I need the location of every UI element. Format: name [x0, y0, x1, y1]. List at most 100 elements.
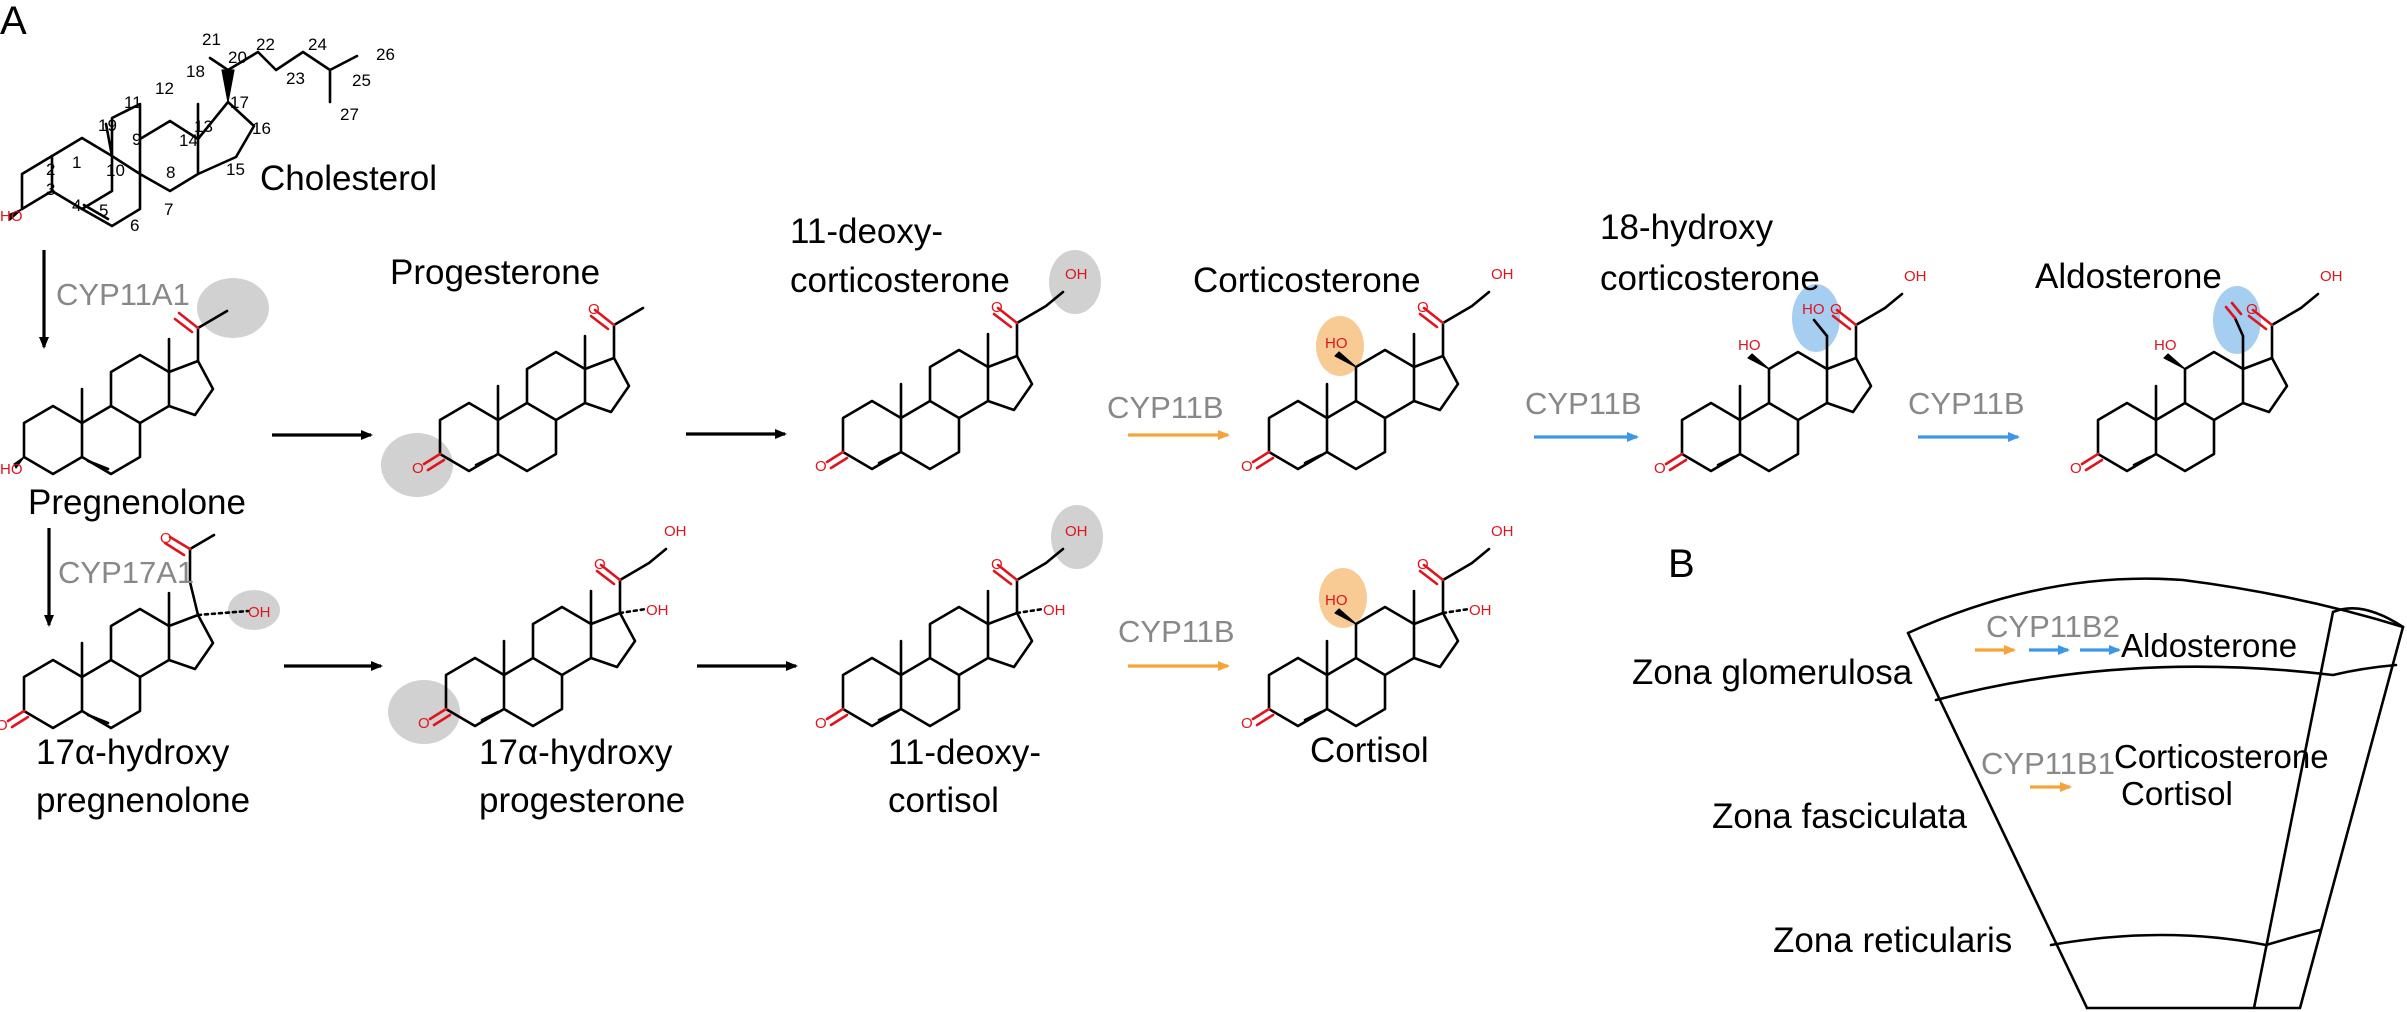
- c-num-19: 19: [98, 116, 117, 135]
- c-num-10: 10: [106, 161, 125, 180]
- c-num-15: 15: [226, 160, 245, 179]
- ohprog-keto-o-label: O: [594, 556, 606, 573]
- c-num-26: 26: [376, 45, 395, 64]
- enzyme-cyp17a1: CYP17A1: [58, 555, 194, 590]
- corticosterone-structure: O HO O OH: [1241, 266, 1514, 475]
- deoxycorticosterone-label-1: 11-deoxy-: [790, 212, 943, 251]
- c-num-22: 22: [256, 35, 275, 54]
- c-num-11: 11: [124, 93, 142, 112]
- progesterone-structure: O O: [412, 301, 645, 477]
- hydroxypregnenolone-label-2: pregnenolone: [36, 781, 250, 820]
- enzyme-cyp11b-row1-a: CYP11B: [1107, 390, 1224, 425]
- cortisol-keto-o-label: O: [1417, 556, 1429, 573]
- cholesterol-numbering: 1 2 3 4 5 6 7 8 9 10 11 12 13 14 15 16 1…: [46, 30, 395, 235]
- hc-oh-label: OH: [1904, 268, 1927, 285]
- enzyme-cyp11b1: CYP11B1: [1981, 746, 2115, 781]
- cortex-right-edge: [2085, 625, 2405, 1010]
- deoxycortisol-structure: O OH O OH: [815, 523, 1088, 732]
- reticularis-boundary: [2049, 928, 2322, 947]
- dcortisol-oh-label: OH: [1065, 523, 1088, 540]
- c-num-7: 7: [164, 200, 173, 219]
- hydroxyprogesterone-label-1: 17α-hydroxy: [479, 733, 673, 772]
- highlight-cortisol-11oh: [1319, 568, 1367, 628]
- c-num-5: 5: [99, 201, 108, 220]
- zone-glomerulosa-label: Zona glomerulosa: [1632, 653, 1913, 692]
- c-num-21: 21: [202, 30, 221, 49]
- c-num-13: 13: [194, 117, 213, 136]
- c-num-25: 25: [352, 71, 371, 90]
- corticosterone-label: Corticosterone: [1193, 261, 1421, 300]
- cortex-outer-capsule: [1906, 577, 2405, 635]
- cortisol-11oh-label: HO: [1325, 592, 1348, 609]
- highlight-blobs: [197, 250, 2261, 744]
- highlight-17ohprog-ketone: [388, 680, 460, 744]
- cortisol-o-label: O: [1241, 715, 1253, 732]
- highlight-deoxycortisol-oh: [1051, 505, 1103, 569]
- highlight-18oh: [1792, 284, 1840, 352]
- aldosterone-structure: O HO O OH: [2070, 268, 2343, 477]
- doc-oh-label: OH: [1065, 266, 1088, 283]
- highlight-cort-11oh: [1316, 316, 1364, 376]
- cortisol-label: Cortisol: [1310, 731, 1429, 770]
- cholesterol-structure: HO: [0, 50, 359, 228]
- corticosterone-11oh-label: HO: [1325, 335, 1348, 352]
- ohpreg-keto-o-label: O: [160, 530, 172, 547]
- c-num-14: 14: [179, 131, 198, 150]
- enzyme-cyp11a1: CYP11A1: [56, 277, 190, 312]
- cholesterol-label: Cholesterol: [260, 159, 437, 198]
- enzyme-cyp11b2: CYP11B2: [1986, 609, 2120, 644]
- glomerulosa-boundary: [1934, 663, 2398, 702]
- c-num-24: 24: [308, 35, 327, 54]
- enzyme-cyp11b-row1-b: CYP11B: [1525, 386, 1642, 421]
- enzyme-cyp11b-row2: CYP11B: [1118, 614, 1235, 649]
- deoxycorticosterone-label-2: corticosterone: [790, 261, 1010, 300]
- hydroxyprogesterone-label-2: progesterone: [479, 781, 685, 820]
- reaction-arrows: [39, 250, 2020, 671]
- c-num-16: 16: [252, 119, 271, 138]
- cortisol-structure: O HO OH O OH: [1241, 523, 1514, 732]
- dcortisol-o-label: O: [815, 715, 827, 732]
- zone-fasciculata-label: Zona fasciculata: [1712, 797, 1967, 836]
- corticosterone-o-label: O: [1241, 458, 1253, 475]
- c-num-1: 1: [72, 153, 81, 172]
- c-num-8: 8: [166, 163, 175, 182]
- deoxycortisol-label-2: cortisol: [888, 781, 999, 820]
- aldo-keto-o-label: O: [2246, 301, 2258, 318]
- hc-keto-o-label: O: [1830, 301, 1842, 318]
- pregnenolone-ho-label: HO: [0, 461, 23, 478]
- zone-product-corticosterone: Corticosterone: [2114, 738, 2329, 775]
- pregnenolone-label: Pregnenolone: [28, 483, 246, 522]
- cortex-outline-left: [1906, 631, 2089, 1010]
- hc-o-label: O: [1654, 460, 1666, 477]
- cortex-side-face: [2252, 607, 2405, 1010]
- hc-11oh-label: HO: [1738, 337, 1761, 354]
- c-num-17: 17: [230, 93, 249, 112]
- ohprog-oh-label: OH: [664, 523, 687, 540]
- progesterone-label: Progesterone: [390, 253, 600, 292]
- c-num-20: 20: [228, 48, 247, 67]
- panel-label-a: A: [0, 0, 27, 43]
- cortisol-oh-label: OH: [1491, 523, 1514, 540]
- hydroxyprogesterone-structure: O OH O OH: [418, 523, 687, 732]
- highlight-prog-ketone: [381, 433, 453, 497]
- ohprog-17oh-label: OH: [646, 602, 669, 619]
- aldo-o-label: O: [2070, 460, 2082, 477]
- aldo-11oh-label: HO: [2154, 337, 2177, 354]
- c-num-18: 18: [186, 62, 205, 81]
- c-num-2: 2: [46, 160, 55, 179]
- ohpreg-o-label: O: [0, 717, 8, 734]
- panel-label-b: B: [1668, 542, 1695, 586]
- doc-o-label: O: [815, 458, 827, 475]
- ohprog-o-label: O: [418, 715, 430, 732]
- deoxycortisol-label-1: 11-deoxy-: [888, 733, 1041, 772]
- pregnenolone-structure: HO: [0, 309, 229, 478]
- hydroxycorticosterone-label-1: 18-hydroxy: [1600, 208, 1774, 247]
- dcortisol-keto-o-label: O: [991, 556, 1003, 573]
- corticosterone-keto-o-label: O: [1417, 299, 1429, 316]
- hydroxycorticosterone-label-2: corticosterone: [1600, 259, 1820, 298]
- doc-keto-o-label: O: [991, 299, 1003, 316]
- c-num-6: 6: [130, 216, 139, 235]
- cholesterol-oh-label: HO: [0, 208, 23, 225]
- cortisol-17oh-label: OH: [1469, 602, 1492, 619]
